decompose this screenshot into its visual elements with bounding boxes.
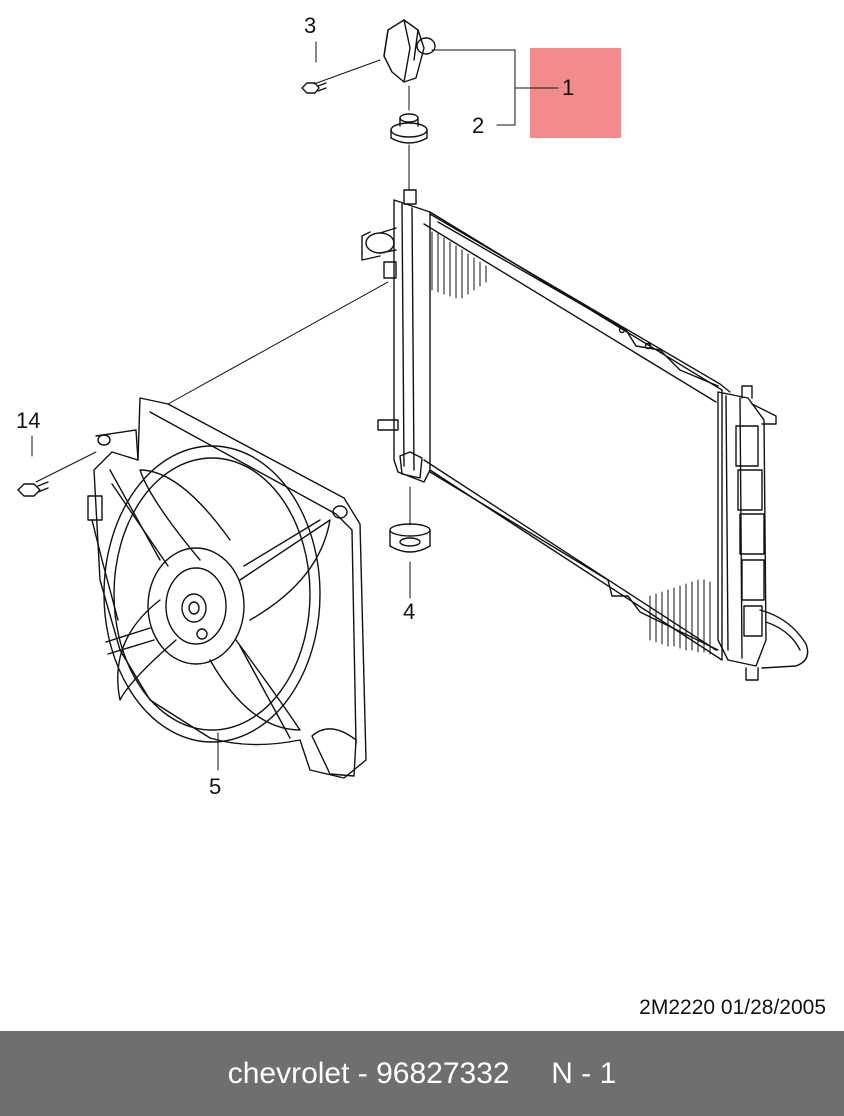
fan-shroud-part-5 xyxy=(87,397,367,779)
callout-14: 14 xyxy=(16,408,41,433)
footer-text: chevrolet - 96827332 N - 1 xyxy=(227,1057,617,1090)
callout-3: 3 xyxy=(304,13,317,38)
bolt-part-3 xyxy=(301,82,327,94)
footer-bar: chevrolet - 96827332 N - 1 xyxy=(0,1031,844,1116)
part-highlight xyxy=(530,48,621,138)
callout-5: 5 xyxy=(209,774,222,799)
grommet-part-2 xyxy=(390,113,428,144)
fins-bottom xyxy=(649,579,711,655)
diagram-reference: 2M2220 01/28/2005 xyxy=(639,996,826,1019)
exploded-parts-diagram xyxy=(17,19,809,779)
fins-top xyxy=(431,231,487,299)
callout-1: 1 xyxy=(562,75,575,100)
radiator-assembly xyxy=(361,189,809,681)
grommet-part-4 xyxy=(389,523,431,553)
bolt-part-14 xyxy=(17,481,49,497)
callout-2: 2 xyxy=(472,113,485,138)
callout-4: 4 xyxy=(403,599,416,624)
bracket-part-1 xyxy=(383,19,436,83)
leader-lines xyxy=(31,41,559,771)
